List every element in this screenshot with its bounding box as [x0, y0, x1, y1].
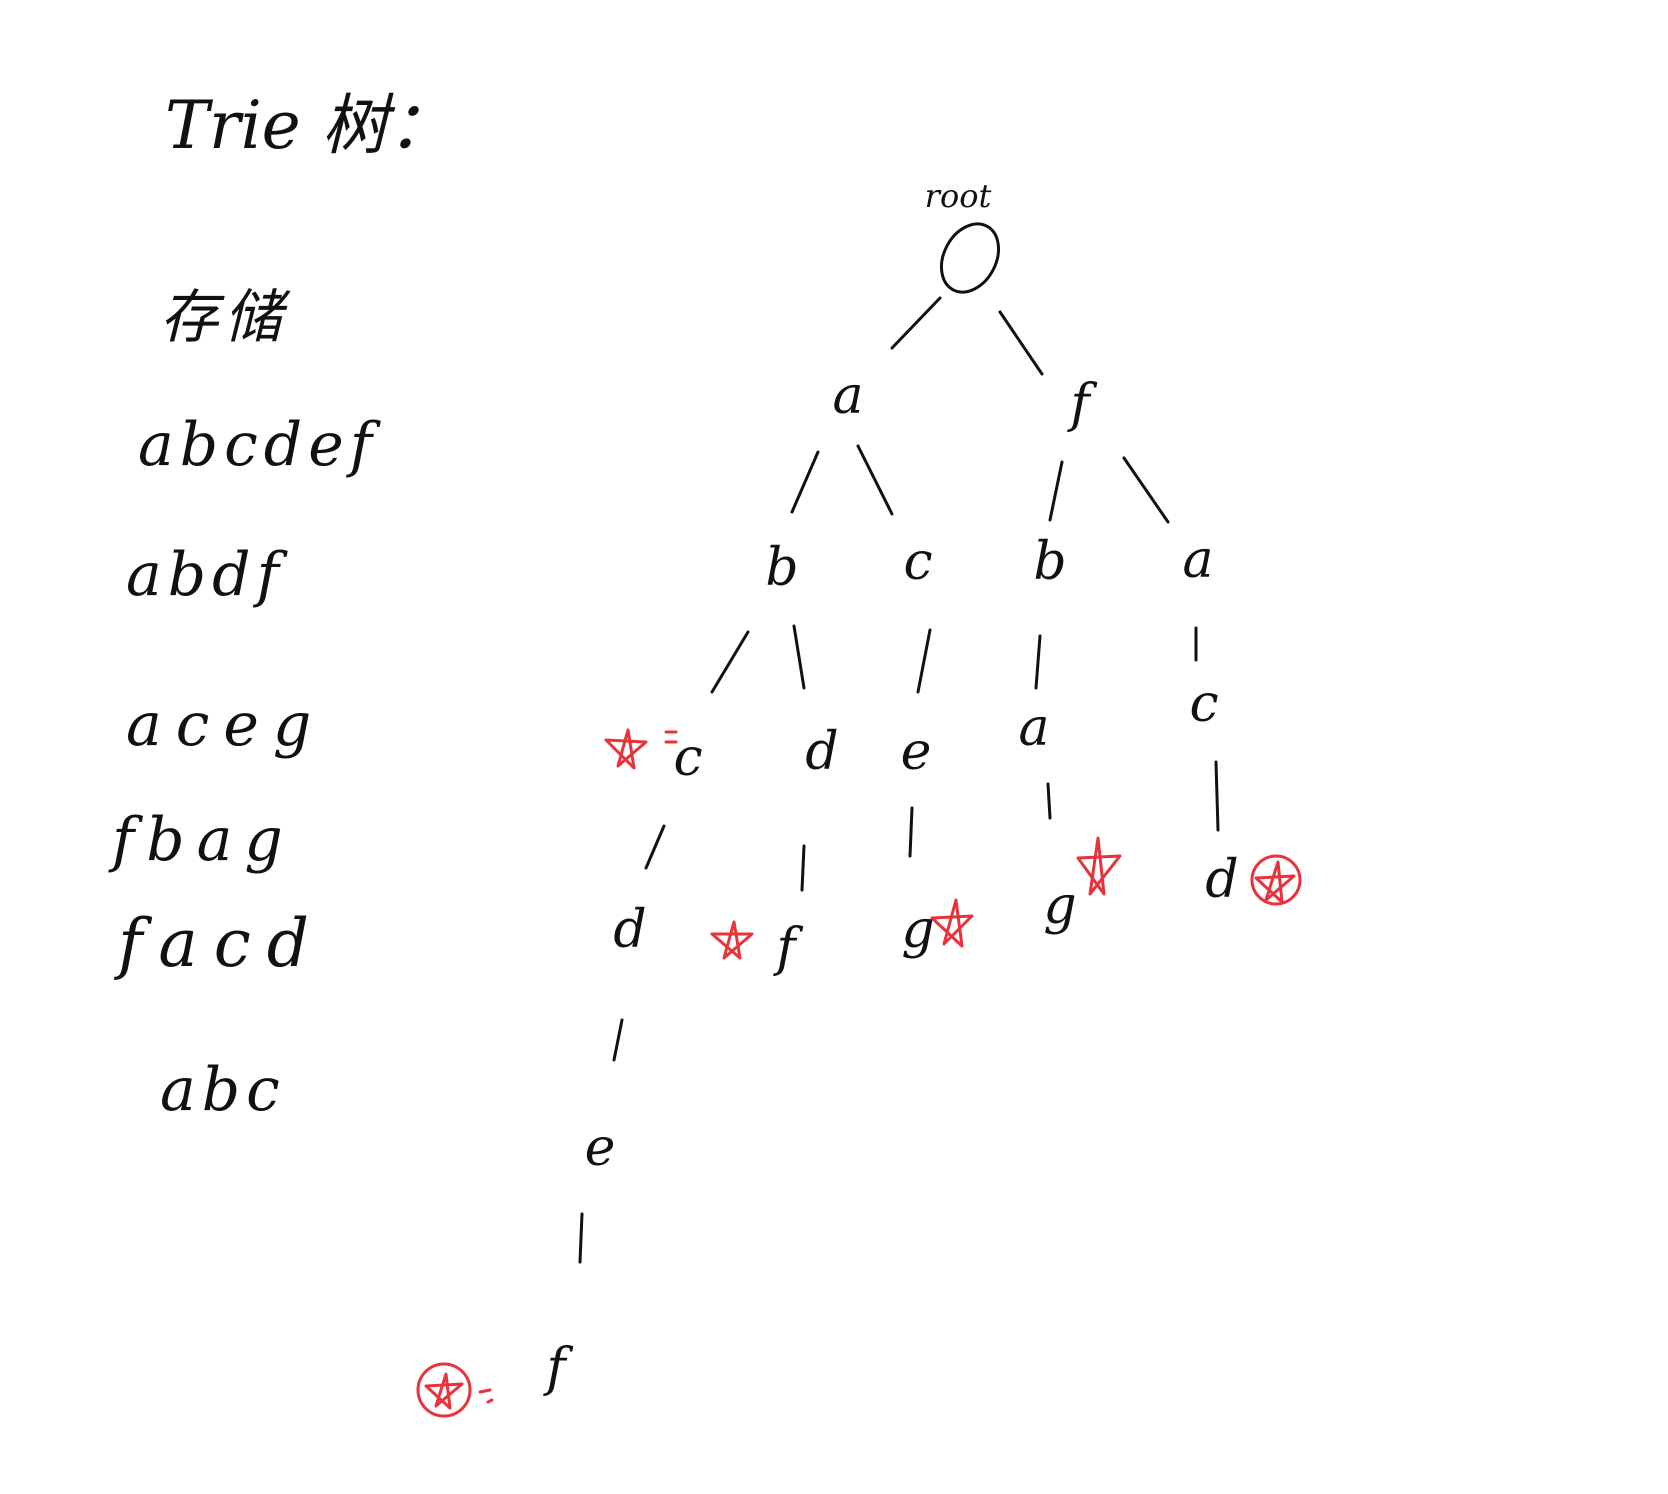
edge-c-d2	[1214, 760, 1220, 832]
trie-node-abd: d	[805, 722, 839, 782]
end-marker-star-facd	[1254, 860, 1296, 904]
trie-node-fa: a	[1182, 530, 1214, 590]
edge-d-e	[612, 1018, 624, 1062]
trie-node-ace: e	[900, 722, 932, 782]
root-label: root	[924, 177, 992, 215]
trie-node-f: f	[1070, 374, 1090, 434]
root-node-circle	[939, 222, 1001, 294]
page-title: Trie 树：	[165, 87, 454, 164]
edge-a-b	[790, 450, 820, 514]
edge-a-g	[1046, 782, 1052, 820]
end-marker-circle-abcdef	[416, 1362, 472, 1418]
edge-f-a	[1122, 456, 1170, 524]
end-marker-circle-facd	[1250, 854, 1302, 906]
trie-node-fba: a	[1018, 698, 1050, 758]
trie-node-abdf: f	[776, 918, 796, 978]
trie-node-abc: c	[673, 728, 703, 788]
trie-node-aceg: g	[901, 900, 935, 960]
trie-node-fbag: g	[1043, 876, 1077, 936]
word-abdf: abdf	[126, 540, 285, 610]
edge-d-f	[800, 844, 806, 892]
trie-node-ac: c	[903, 532, 933, 592]
word-fbag: fbag	[112, 805, 295, 875]
edge-e-f	[578, 1212, 584, 1264]
edge-root-f	[998, 310, 1044, 376]
edge-e-g	[908, 806, 914, 858]
word-abcdef: abcdef	[138, 410, 378, 480]
trie-node-abcde: e	[584, 1118, 616, 1178]
stored-label: 存储	[160, 283, 289, 351]
edge-c-e	[916, 628, 932, 694]
trie-node-fb: b	[1033, 532, 1067, 592]
trie-node-facd: d	[1205, 850, 1239, 910]
end-marker-star-abcdef	[424, 1372, 464, 1410]
end-marker-star-fbag	[1076, 836, 1122, 896]
marker-tick-abc	[664, 730, 678, 744]
edge-root-a	[890, 296, 942, 350]
marker-tick-abcdef	[478, 1388, 494, 1404]
end-marker-star-abc	[604, 728, 648, 770]
edge-c-d	[644, 824, 666, 870]
trie-node-abcd: d	[613, 900, 647, 960]
edge-b-c	[710, 630, 750, 694]
edge-f-b	[1048, 460, 1064, 522]
word-abc: abc	[160, 1055, 286, 1125]
word-facd: facd	[118, 905, 325, 982]
trie-node-abcdef: f	[546, 1338, 566, 1398]
edge-fb-a	[1034, 634, 1042, 690]
edge-a-c	[856, 444, 894, 516]
end-marker-star-abdf	[710, 920, 754, 960]
trie-node-ab: b	[765, 538, 799, 598]
trie-node-a: a	[832, 366, 864, 426]
end-marker-star-aceg	[930, 898, 974, 948]
word-aceg: aceg	[126, 690, 326, 760]
trie-node-fac: c	[1189, 674, 1219, 734]
edge-b-d	[792, 624, 806, 690]
